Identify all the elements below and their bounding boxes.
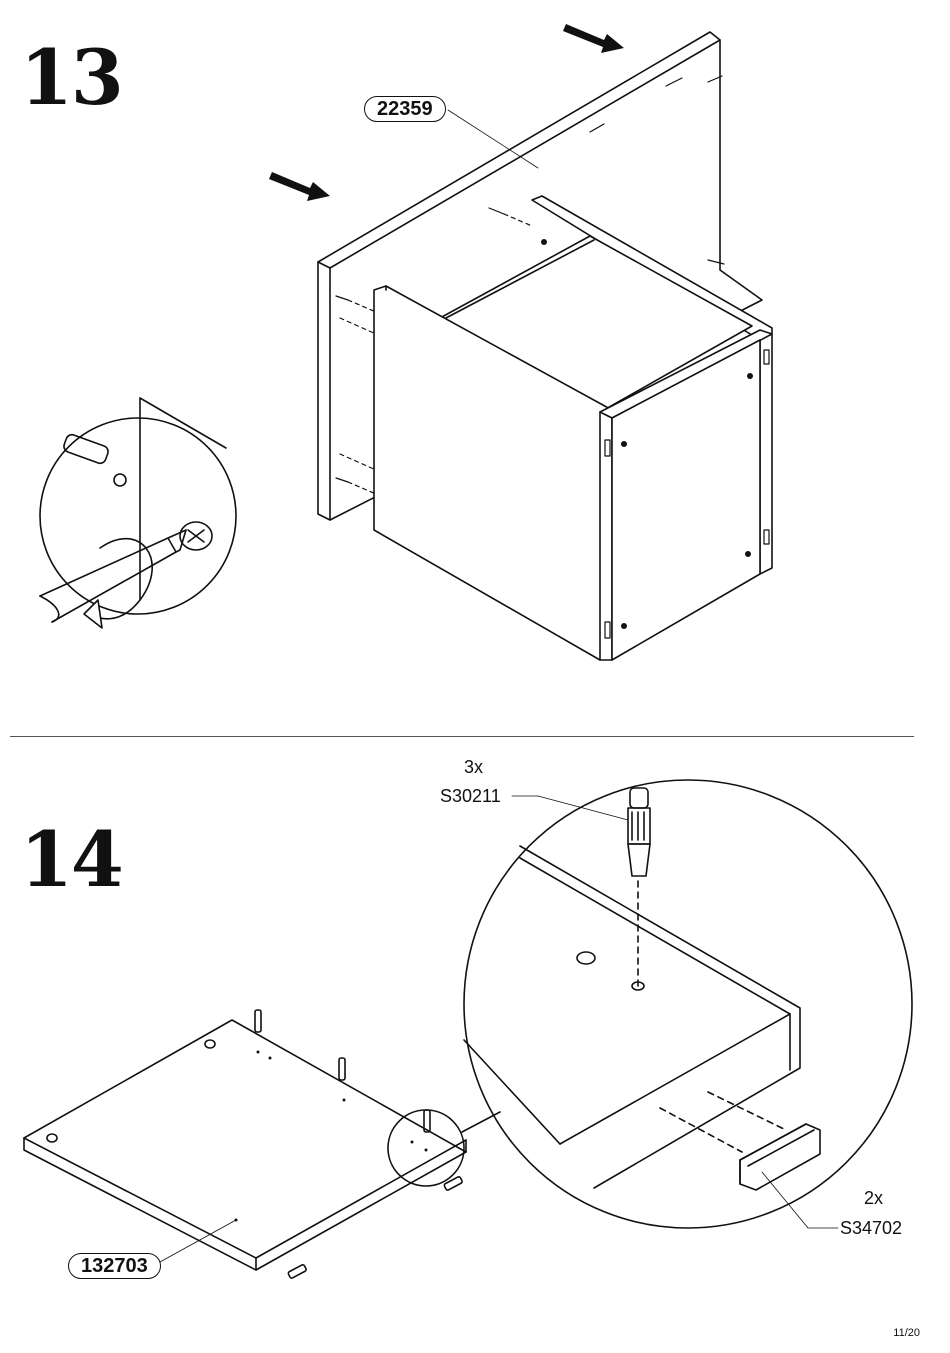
direction-arrow-upper bbox=[563, 24, 624, 53]
callout-code-s30211: S30211 bbox=[440, 786, 501, 807]
callout-code-s34702: S34702 bbox=[840, 1218, 902, 1239]
zoom-connector bbox=[462, 1112, 500, 1132]
step-14-number: 14 bbox=[20, 822, 122, 898]
page-number: 11/20 bbox=[893, 1327, 920, 1339]
screwdriver-detail-circle bbox=[40, 398, 236, 628]
part-label-132703: 132703 bbox=[68, 1253, 161, 1279]
direction-arrow-lower bbox=[269, 172, 330, 201]
step-divider bbox=[10, 736, 914, 737]
shelf-board bbox=[24, 1010, 466, 1279]
zoom-detail-circle bbox=[464, 780, 912, 1228]
callout-qty-s30211: 3x bbox=[464, 757, 483, 778]
callout-qty-s34702: 2x bbox=[864, 1188, 883, 1209]
